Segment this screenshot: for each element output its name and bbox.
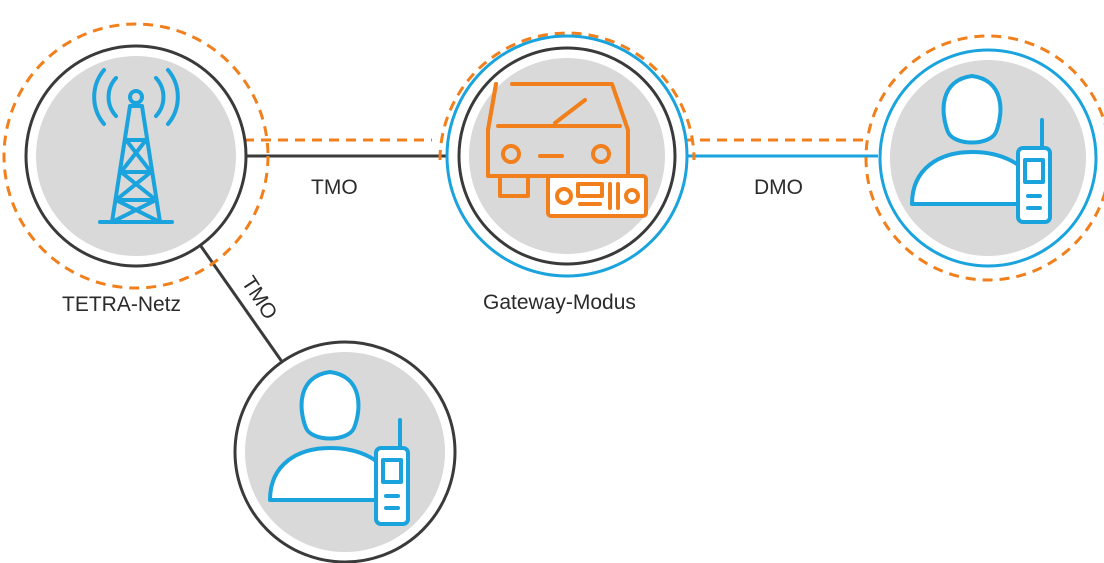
- link-label-tetra-gateway: TMO: [311, 176, 358, 199]
- person-with-handheld-radio-icon: [910, 74, 1052, 224]
- car-with-radio-icon: [486, 82, 648, 218]
- link-tetra-gateway: [244, 138, 450, 158]
- dmo-user-node: [864, 34, 1104, 282]
- tmo-user-node: [233, 340, 457, 563]
- tetra-node-label: TETRA-Netz: [62, 293, 181, 316]
- tetra-node: [2, 22, 270, 290]
- radio-tower-icon: [92, 68, 180, 224]
- link-label-tetra-user: TMO: [237, 272, 282, 324]
- link-label-gateway-dmo: DMO: [754, 176, 803, 199]
- link-gateway-dmo: [683, 138, 878, 158]
- person-with-handheld-radio-icon: [268, 370, 410, 526]
- gateway-node: [438, 31, 696, 278]
- gateway-node-label: Gateway-Modus: [483, 291, 636, 314]
